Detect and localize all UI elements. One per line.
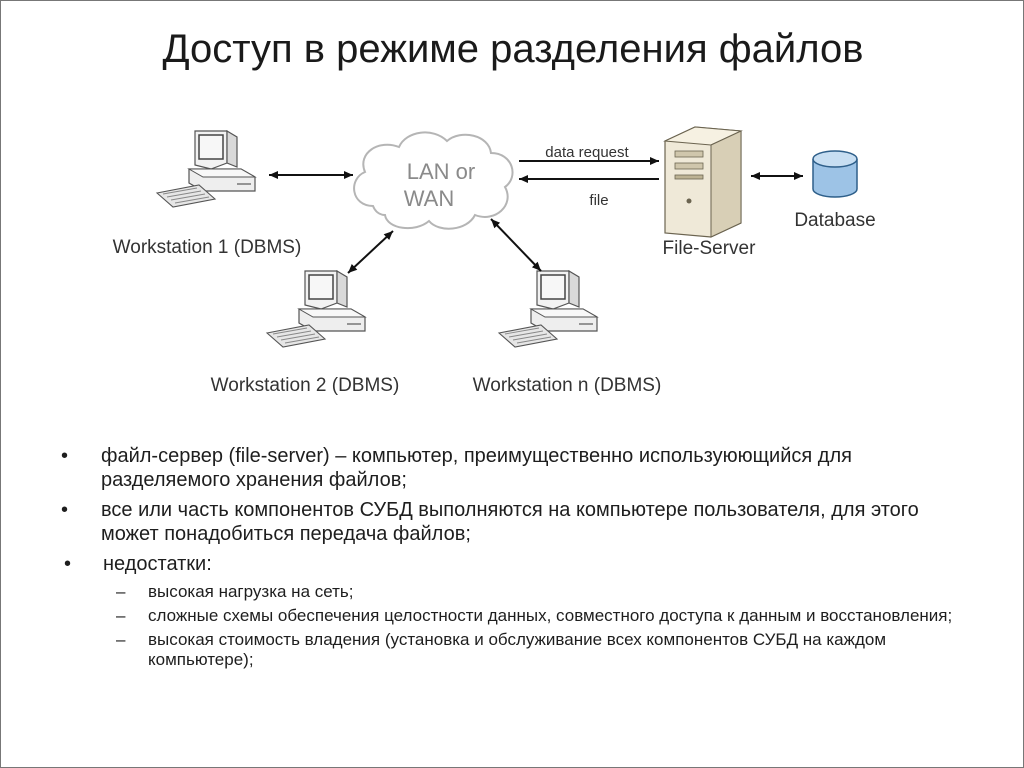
cloud-label-line2: WAN (404, 186, 455, 211)
sub-bullet-mark: – (116, 606, 126, 625)
network-to-ws2-arrow (347, 230, 394, 274)
bullet-list: • файл-сервер (file-server) – компьютер,… (61, 444, 981, 670)
sub-bullet-text: сложные схемы обеспечения целостности да… (148, 606, 953, 625)
sub-bullet-text: высокая нагрузка на сеть; (148, 582, 354, 601)
workstation-n-computer-icon (498, 270, 598, 348)
workstation-n-label: Workstation n (DBMS) (473, 375, 662, 396)
data-request-label: data request (545, 144, 629, 161)
file-server-tower-icon (663, 126, 743, 238)
slide-title: Доступ в режиме разделения файлов (162, 27, 864, 71)
sub-bullet-text: высокая стоимость владения (установка и … (148, 630, 887, 669)
sub-bullet-mark: – (116, 582, 126, 601)
bullet-mark: • (61, 445, 69, 467)
database-cylinder-icon (812, 150, 858, 198)
sub-bullet-item: – высокая нагрузка на сеть; (61, 582, 981, 602)
workstation-2-label: Workstation 2 (DBMS) (211, 375, 400, 396)
file-server-label: File-Server (663, 238, 757, 259)
bullet-item: • недостатки: (61, 552, 981, 576)
cloud-label-line1: LAN or (407, 159, 475, 184)
network-cloud-icon (353, 131, 514, 230)
bullet-item: • все или часть компонентов СУБД выполня… (61, 498, 981, 546)
workstation-1-label: Workstation 1 (DBMS) (113, 237, 302, 258)
network-diagram: LAN or WAN data request file (113, 126, 876, 396)
sub-bullet-mark: – (116, 630, 126, 649)
workstation-1-computer-icon (156, 130, 256, 208)
network-to-wsn-arrow (490, 218, 542, 272)
bullet-text: все или часть компонентов СУБД выполняют… (101, 499, 919, 545)
bullet-text: файл-сервер (file-server) – компьютер, п… (101, 445, 852, 491)
sub-bullet-item: – высокая стоимость владения (установка … (61, 630, 981, 670)
bullet-text: недостатки: (103, 553, 212, 575)
database-label: Database (794, 210, 875, 231)
bullet-mark: • (64, 553, 72, 575)
workstation-2-computer-icon (266, 270, 366, 348)
bullet-mark: • (61, 499, 69, 521)
file-label: file (589, 192, 608, 209)
bullet-item: • файл-сервер (file-server) – компьютер,… (61, 444, 981, 492)
sub-bullet-item: – сложные схемы обеспечения целостности … (61, 606, 981, 626)
